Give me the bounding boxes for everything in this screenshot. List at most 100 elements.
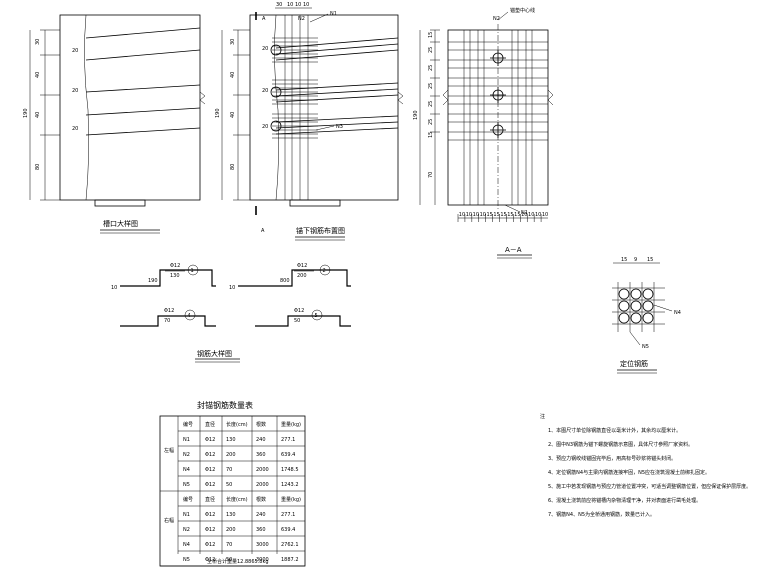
table-cell: 编号 (183, 496, 193, 503)
table-cell: Φ12 (205, 467, 215, 473)
aa-dim-left-bottom: 70 (428, 172, 434, 178)
table-cell: 130 (226, 512, 236, 518)
table-cell: 直径 (205, 496, 215, 503)
rebar-5-num: 5 (315, 313, 318, 319)
table-cell: N2 (183, 527, 190, 533)
table-cell: 240 (256, 512, 266, 518)
table-cell: 200 (226, 452, 236, 458)
table-cell: 长度(cm) (226, 421, 248, 428)
aa-dim-left: 25 (428, 83, 434, 89)
note-item: 5、施工中若发现钢筋与预应力管道位置冲突，可适当调整钢筋位置，但应保证保护层厚度… (548, 483, 751, 490)
aa-dim-left: 25 (428, 119, 434, 125)
positioning-dim-3: 15 (647, 257, 653, 263)
aa-dim-left: 15 (428, 132, 434, 138)
cornice-outline (59, 14, 201, 201)
table-cell: 1748.5 (281, 467, 299, 473)
rebar-2-length: 200 (297, 273, 307, 279)
positioning-dim-1: 15 (621, 257, 627, 263)
table-group1-label: 左幅 (164, 447, 174, 454)
positioning-rebar: 15 9 15 N4 N5 定位钢筋 (612, 257, 681, 374)
aa-dim-bottom: 10 (535, 212, 541, 218)
table-cell: 直径 (205, 421, 215, 428)
positioning-label-n5: N5 (642, 344, 649, 350)
rebar-5-dia: Φ12 (294, 308, 304, 314)
table-cell: 70 (226, 467, 232, 473)
rebar-2-span: 800 (280, 278, 290, 284)
aa-label-top: 锚垫中心线 (510, 7, 535, 14)
anchor-dim-1: 30 (230, 39, 236, 45)
rebar-4-num: 4 (188, 313, 191, 319)
positioning-title: 定位钢筋 (620, 359, 648, 368)
aa-dim-left-total: 190 (413, 110, 419, 120)
aa-label-n2: N2 (493, 16, 500, 22)
table-title: 封锚钢筋数量表 (197, 400, 253, 410)
table-cell: 2000 (256, 467, 269, 473)
note-item: 4、定位钢筋N4与主梁内钢筋连接牢固，N5应在浇筑混凝土前绑扎固定。 (548, 469, 710, 476)
anchor-plates (490, 50, 506, 138)
rebar-4-dia: Φ12 (164, 308, 174, 314)
anchor-dim-2: 40 (230, 72, 236, 78)
cornice-dim-total: 190 (23, 108, 29, 118)
table-cell: Φ12 (205, 437, 215, 443)
cornice-dim-2: 40 (35, 72, 41, 78)
anchor-label-n3: N3 (336, 124, 343, 130)
notes: 注 1、本图尺寸单位除钢筋直径以毫米计外，其余均以厘米计。2、图中N3钢筋为锚下… (540, 413, 751, 518)
aa-dim-bottom: 15 (514, 212, 520, 218)
positioning-label-n4: N4 (674, 310, 681, 316)
table-cell: 重量(kg) (281, 496, 301, 503)
positioning-dim-2: 9 (634, 257, 637, 263)
table-cell: 277.1 (281, 437, 295, 443)
table-cell: 70 (226, 542, 232, 548)
table-cell: 200 (226, 527, 236, 533)
rebar-2-dia: Φ12 (297, 263, 307, 269)
anchor-label-n2: N2 (298, 16, 305, 22)
aa-dim-left: 25 (428, 101, 434, 107)
rebar-1-end: 10 (111, 285, 117, 291)
table-cell: N4 (183, 542, 190, 548)
table-cell: N1 (183, 437, 190, 443)
table-cell: 2762.1 (281, 542, 299, 548)
table-cell: 277.1 (281, 512, 295, 518)
anchor-outline (249, 14, 399, 201)
anchor-title: 锚下钢筋布置图 (296, 226, 345, 235)
aa-dim-bottom: 10 (542, 212, 548, 218)
notes-title: 注 (540, 413, 545, 420)
aa-dim-bottom: 10 (528, 212, 534, 218)
table-cell: 360 (256, 452, 266, 458)
table-cell: 3000 (256, 557, 269, 563)
aa-dim-left: 25 (428, 65, 434, 71)
note-item: 7、钢筋N4、N5为全桥通用钢筋，数量已计入。 (548, 511, 655, 518)
table-cell: Φ12 (205, 557, 215, 563)
table-cell: 50 (226, 557, 232, 563)
anchor-angle-3: 20 (262, 124, 268, 130)
rebar-detail-title: 钢筋大样图 (197, 349, 232, 358)
table-cell: 360 (256, 527, 266, 533)
table-cell: 长度(cm) (226, 496, 248, 503)
note-item: 3、预应力钢绞线锚固完毕后，用高标号砂浆将锚头封闭。 (548, 455, 676, 462)
rebar-shapes: Φ12 130 1 190 10 Φ12 200 2 800 10 Φ12 70… (111, 263, 351, 363)
table-cell: 50 (226, 482, 232, 488)
rebar-1-length: 130 (170, 273, 180, 279)
rebar-5-length: 50 (294, 318, 300, 324)
table-cell: Φ12 (205, 527, 215, 533)
table-cell: 639.4 (281, 527, 295, 533)
aa-dim-bottom: 10 (473, 212, 479, 218)
aa-dim-bottom: 10 (480, 212, 486, 218)
table-cell: Φ12 (205, 512, 215, 518)
aa-dim-bottom: 15 (486, 212, 492, 218)
cornice-dim-1: 30 (35, 39, 41, 45)
aa-dim-left: 15 (428, 32, 434, 38)
cornice-angle-3: 20 (72, 126, 78, 132)
table-cell: 1243.2 (281, 482, 299, 488)
rebar-shape-2: Φ12 200 2 800 10 (229, 263, 351, 291)
aa-dim-bottom: 10 (521, 212, 527, 218)
rebar-2-end: 10 (229, 285, 235, 291)
table-group2-label: 右幅 (164, 517, 174, 524)
table-cell: N5 (183, 482, 190, 488)
anchor-section-label-top: A (262, 16, 266, 22)
anchor-dim-top-3: 10 (295, 2, 301, 8)
cornice-dim-4: 80 (35, 164, 41, 170)
table-cell: 编号 (183, 421, 193, 428)
note-item: 1、本图尺寸单位除钢筋直径以毫米计外，其余均以厘米计。 (548, 427, 681, 434)
